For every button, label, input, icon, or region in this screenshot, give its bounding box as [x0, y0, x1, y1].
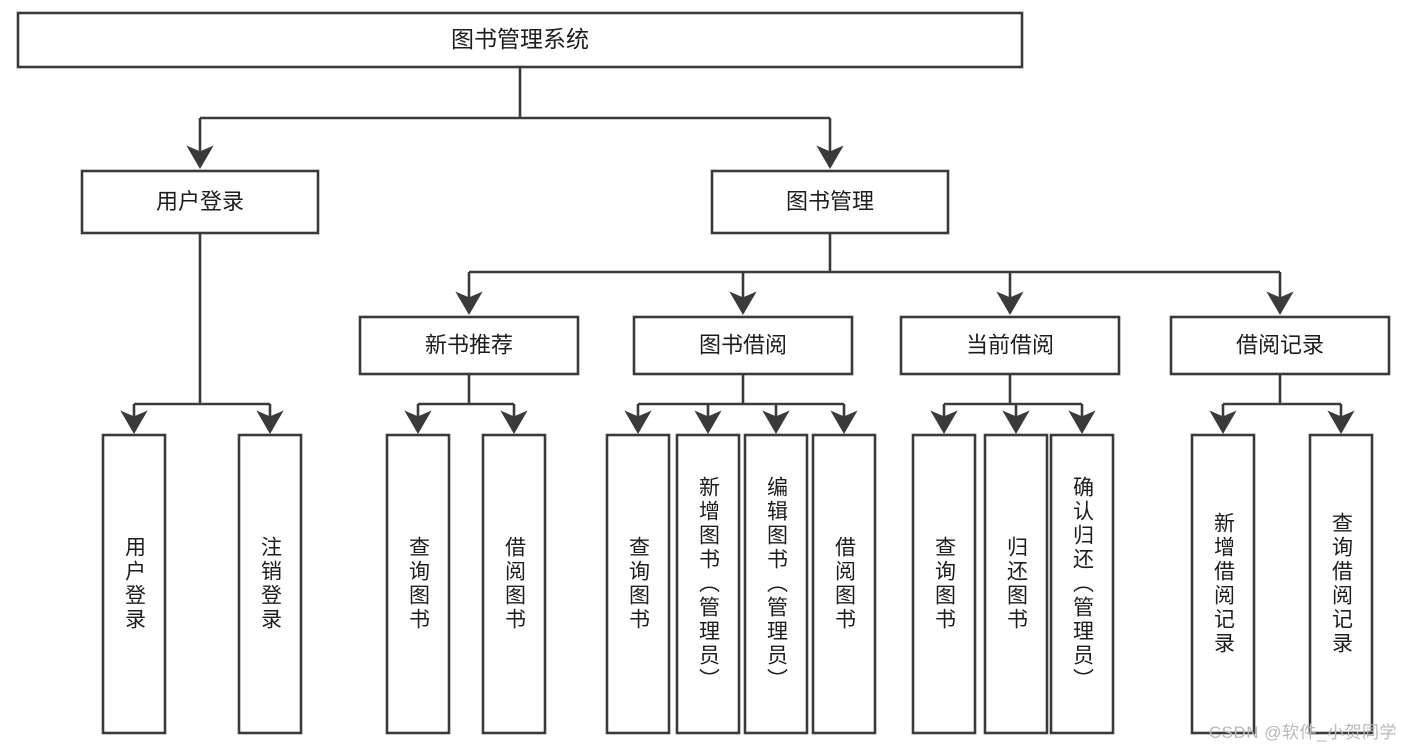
- node-borrow-record-label: 借阅记录: [1236, 332, 1324, 357]
- node-current-borrow-label: 当前借阅: [966, 332, 1054, 357]
- node-leaf-return-book[interactable]: [983, 433, 1049, 735]
- node-leaf-query-record-rect[interactable]: [1308, 433, 1374, 735]
- node-user-login-rect[interactable]: [80, 169, 320, 235]
- node-leaf-user-login[interactable]: [101, 433, 167, 735]
- node-new-book-recommend-label: 新书推荐: [425, 332, 513, 357]
- node-leaf-user-login-rect[interactable]: [101, 433, 167, 735]
- node-leaf-query-book-1[interactable]: [385, 433, 451, 735]
- node-current-borrow-rect[interactable]: [899, 315, 1121, 376]
- node-root[interactable]: 图书管理系统: [16, 11, 1024, 69]
- node-leaf-borrow-book-2-rect[interactable]: [811, 433, 877, 735]
- node-leaf-add-book-rect[interactable]: [675, 433, 741, 735]
- node-leaf-return-book-rect[interactable]: [983, 433, 1049, 735]
- node-book-manage-rect[interactable]: [710, 169, 950, 235]
- node-leaf-borrow-book-2[interactable]: [811, 433, 877, 735]
- node-leaf-confirm-return-rect[interactable]: [1049, 433, 1115, 735]
- node-book-manage-label: 图书管理: [786, 189, 874, 214]
- node-user-login[interactable]: 用户登录: [80, 169, 320, 235]
- connector-layer: [120, 67, 1355, 434]
- node-book-borrow[interactable]: 图书借阅: [632, 315, 854, 376]
- node-leaf-borrow-book-1-rect[interactable]: [481, 433, 547, 735]
- node-leaf-query-book-1-rect[interactable]: [385, 433, 451, 735]
- node-leaf-add-book[interactable]: [675, 433, 741, 735]
- node-root-label: 图书管理系统: [451, 26, 589, 52]
- watermark-text: CSDN @软件_小贺同学: [1208, 723, 1397, 742]
- node-user-login-label: 用户登录: [156, 189, 244, 214]
- node-borrow-record-rect[interactable]: [1169, 315, 1391, 376]
- node-borrow-record[interactable]: 借阅记录: [1169, 315, 1391, 376]
- node-leaf-query-book-3[interactable]: [911, 433, 977, 735]
- node-leaf-add-record[interactable]: [1190, 433, 1256, 735]
- node-leaf-query-book-3-rect[interactable]: [911, 433, 977, 735]
- node-book-manage[interactable]: 图书管理: [710, 169, 950, 235]
- node-book-borrow-label: 图书借阅: [699, 332, 787, 357]
- node-leaf-confirm-return[interactable]: [1049, 433, 1115, 735]
- node-leaf-query-book-2-rect[interactable]: [605, 433, 671, 735]
- node-new-book-recommend[interactable]: 新书推荐: [358, 315, 580, 376]
- node-root-rect[interactable]: [16, 11, 1024, 69]
- node-leaf-edit-book[interactable]: [743, 433, 809, 735]
- node-book-borrow-rect[interactable]: [632, 315, 854, 376]
- node-leaf-logout-rect[interactable]: [237, 433, 303, 735]
- node-current-borrow[interactable]: 当前借阅: [899, 315, 1121, 376]
- node-leaf-query-record[interactable]: [1308, 433, 1374, 735]
- node-leaf-logout[interactable]: [237, 433, 303, 735]
- node-new-book-recommend-rect[interactable]: [358, 315, 580, 376]
- node-leaf-edit-book-rect[interactable]: [743, 433, 809, 735]
- node-leaf-query-book-2[interactable]: [605, 433, 671, 735]
- node-leaf-add-record-rect[interactable]: [1190, 433, 1256, 735]
- node-leaf-borrow-book-1[interactable]: [481, 433, 547, 735]
